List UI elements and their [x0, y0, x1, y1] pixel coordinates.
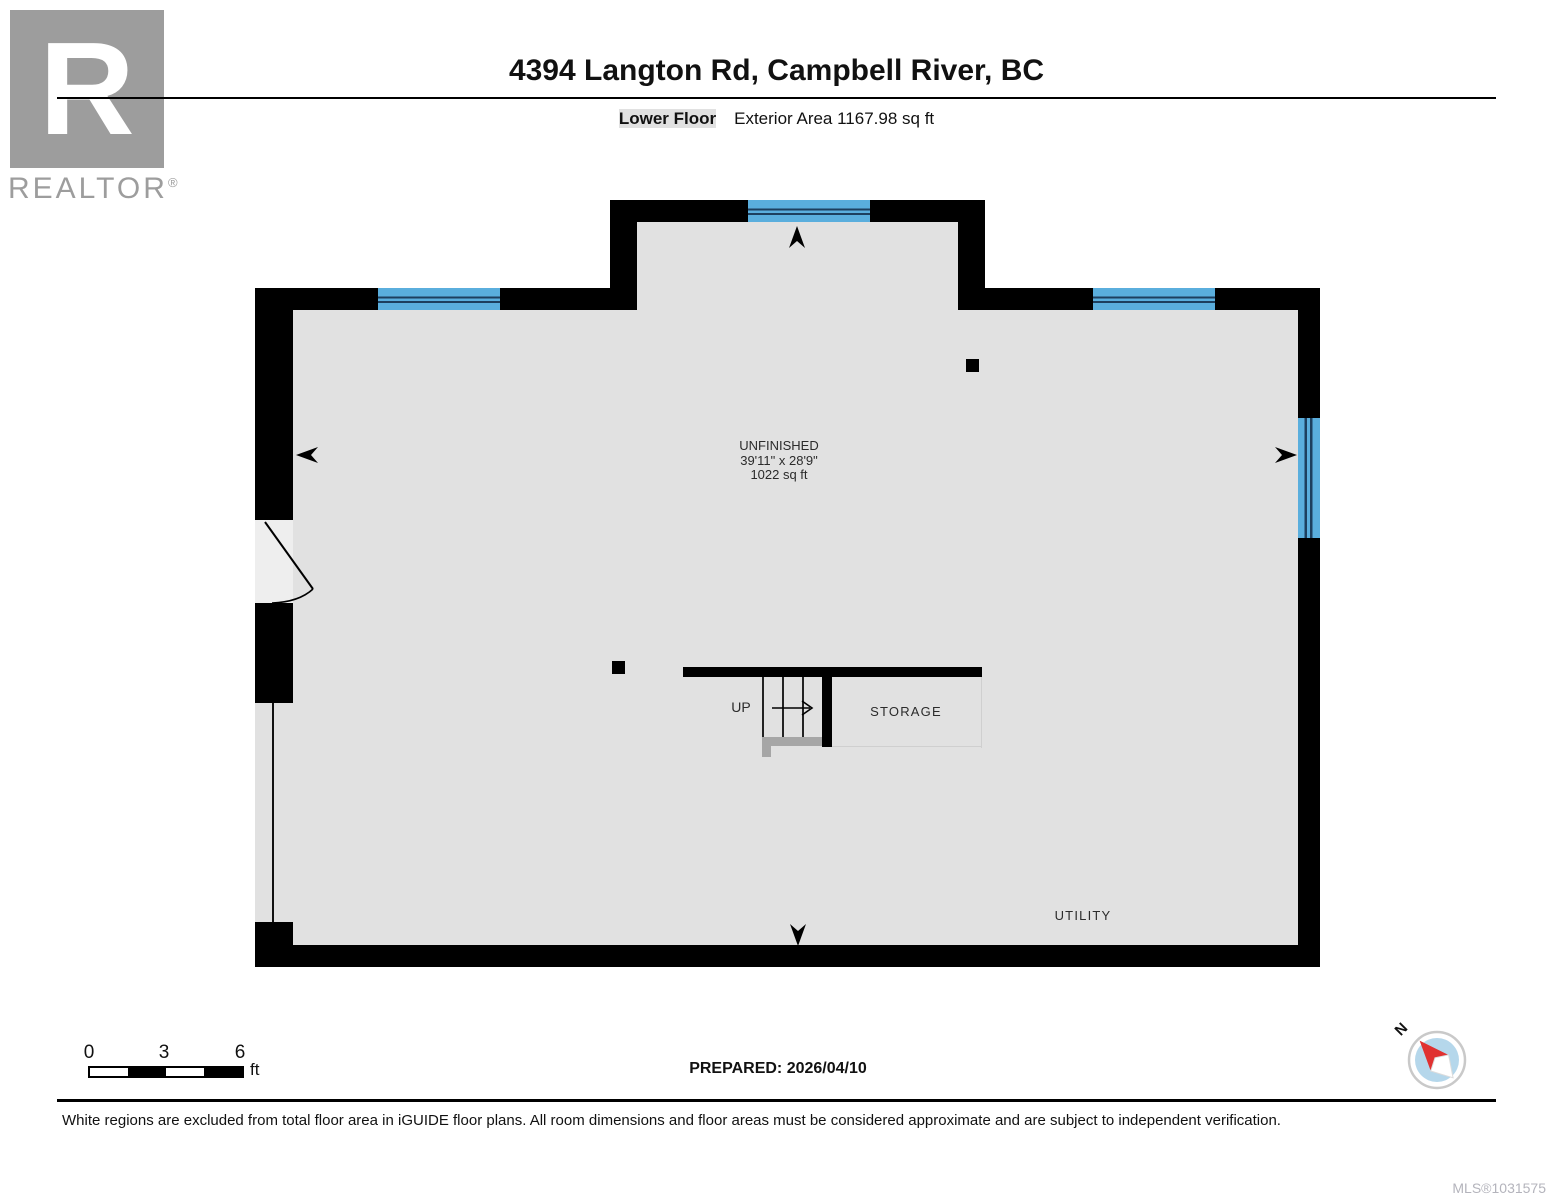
stair-top-wall [683, 667, 982, 677]
floor-subtitle: Lower Floor Exterior Area 1167.98 sq ft [0, 109, 1553, 129]
realtor-logo: R [10, 10, 164, 168]
realtor-logo-r-icon: R [39, 15, 135, 162]
realtor-wordmark-text: REALTOR [8, 172, 168, 205]
footer-divider [57, 1099, 1496, 1102]
window-northeast [1093, 288, 1215, 310]
realtor-wordmark: REALTOR® [8, 172, 181, 206]
entry-arrow-north-icon [789, 226, 805, 248]
scale-tick-6: 6 [234, 1042, 246, 1063]
support-post [612, 661, 625, 674]
garage-door-opening [255, 703, 293, 922]
stair-side-wall [822, 667, 832, 747]
page-title: 4394 Langton Rd, Campbell River, BC [508, 54, 1045, 87]
window-east [1298, 418, 1320, 538]
entry-arrow-south-icon [790, 924, 806, 946]
wall-left-lower [255, 922, 293, 967]
door-swing-icon [264, 521, 314, 604]
stair-up-label: UP [731, 699, 751, 715]
registered-mark: ® [167, 175, 181, 190]
header-divider [57, 97, 1496, 99]
stair-direction-arrow-icon [772, 700, 814, 716]
support-post [966, 359, 979, 372]
storage-boundary-line [981, 677, 982, 748]
wall-right [1298, 288, 1320, 967]
room-label-storage: STORAGE [870, 704, 942, 719]
floor-main [293, 310, 1298, 945]
stair-landing-rail [762, 737, 822, 746]
wall-bottom [255, 945, 1320, 967]
window-north [748, 200, 870, 222]
stair-landing-rail-leg [762, 737, 771, 757]
window-northwest [378, 288, 500, 310]
disclaimer-text: White regions are excluded from total fl… [62, 1112, 1281, 1129]
wall-left-upper [255, 288, 293, 520]
wall-left-middle [255, 603, 293, 703]
scale-tick-0: 0 [83, 1042, 95, 1063]
exterior-area-label: Exterior Area 1167.98 sq ft [734, 109, 935, 128]
scale-segment [128, 1068, 166, 1076]
scale-tick-3: 3 [158, 1042, 170, 1063]
entry-arrow-east-icon [1275, 447, 1297, 463]
stair-edge-line [762, 677, 764, 738]
room-label-unfinished: UNFINISHED 39'11" x 28'9" 1022 sq ft [679, 438, 879, 483]
room-name: UNFINISHED [739, 438, 819, 453]
storage-boundary-line [832, 746, 982, 747]
scale-segment [166, 1068, 204, 1076]
entry-arrow-west-icon [296, 447, 318, 463]
scale-segment [204, 1068, 242, 1076]
room-dimensions: 39'11" x 28'9" [740, 452, 818, 468]
scale-bar [88, 1066, 244, 1078]
compass-icon [1407, 1030, 1467, 1090]
scale-unit-label: ft [250, 1060, 260, 1079]
mls-number: MLS®1031575 [1452, 1180, 1546, 1196]
prepared-date: PREPARED: 2026/04/10 [689, 1060, 867, 1077]
garage-door-line [272, 703, 274, 922]
floor-label: Lower Floor [618, 109, 717, 128]
room-label-utility: UTILITY [1054, 908, 1112, 923]
room-area: 1022 sq ft [750, 467, 808, 482]
scale-segment [90, 1068, 128, 1076]
